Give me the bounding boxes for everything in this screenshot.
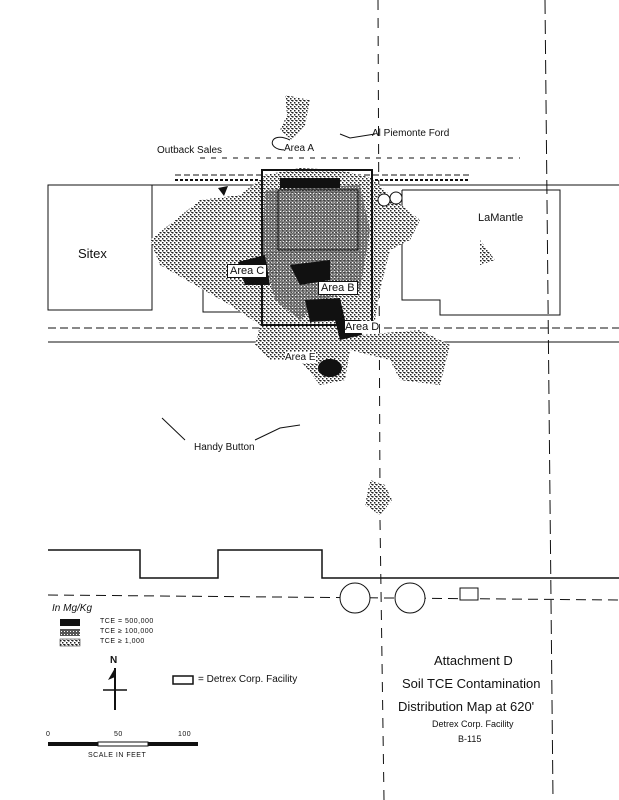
label-handy-button: Handy Button [194,442,255,453]
title-soil-tce: Soil TCE Contamination [402,676,541,691]
label-area-a: Area A [284,143,315,154]
title-attachment: Attachment D [434,653,513,668]
north-arrow-icon [103,668,127,710]
scale-caption: SCALE IN FEET [88,752,147,759]
label-area-b: Area B [318,281,358,295]
label-area-c: Area C [227,264,268,278]
legend-swatch-medium [60,629,80,636]
title-distribution-map: Distribution Map at 620' [398,699,535,714]
lamantle-building [401,189,561,316]
title-facility: Detrex Corp. Facility [432,719,514,729]
facility-legend-swatch [172,675,194,685]
scale-tick-50: 50 [114,731,123,738]
north-label: N [110,655,118,666]
legend-item-medium: TCE ≥ 100,000 [100,628,154,635]
south-boundary [48,549,619,579]
label-lamantle: LaMantle [478,212,524,224]
scale-tick-100: 100 [178,731,192,738]
legend-item-light: TCE ≥ 1,000 [100,638,145,645]
legend-swatch-light [59,638,81,647]
label-sitex: Sitex [78,246,107,261]
property-line-east [544,0,554,800]
legend-item-dark: TCE = 500,000 [100,618,154,625]
title-code: B-115 [458,734,482,744]
property-line-center [377,0,381,501]
label-area-d: Area D [345,321,380,333]
label-al-piemonte-ford: Al Piemonte Ford [372,128,450,139]
scale-tick-0: 0 [46,731,51,738]
label-outback-sales: Outback Sales [157,145,223,156]
label-area-e: Area E [285,352,316,363]
legend-units: In Mg/Kg [52,603,93,614]
facility-legend-label: = Detrex Corp. Facility [198,674,298,685]
detrex-facility-outline [261,169,373,326]
sitex-building [47,184,153,311]
legend-swatch-dark [60,619,80,626]
scale-bar [48,741,198,747]
